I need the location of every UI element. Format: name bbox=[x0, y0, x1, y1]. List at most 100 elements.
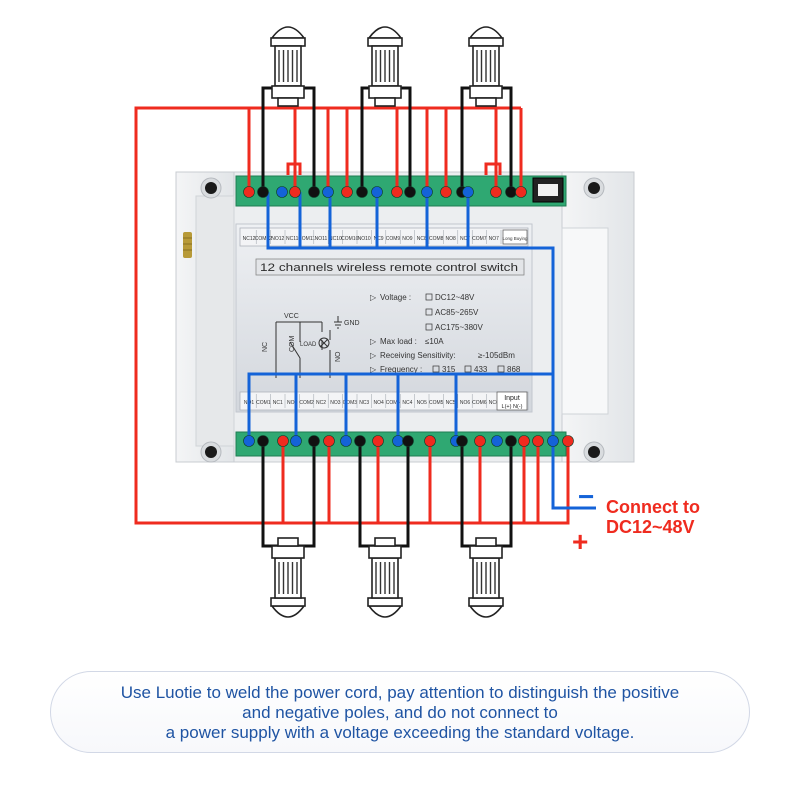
mount-holes bbox=[200, 177, 605, 463]
terminal-label: NO3 bbox=[330, 400, 341, 406]
terminal-screw bbox=[391, 186, 403, 198]
terminal-screw bbox=[421, 186, 433, 198]
wire bbox=[286, 162, 302, 175]
terminal-screw bbox=[341, 186, 353, 198]
svg-text:▷: ▷ bbox=[370, 337, 377, 346]
voltage-label: Voltage : bbox=[380, 293, 411, 302]
svg-text:▷: ▷ bbox=[370, 293, 377, 302]
terminal-screw bbox=[547, 435, 559, 447]
bulb-icon bbox=[468, 537, 504, 618]
terminal-screw bbox=[474, 435, 486, 447]
input-terminals: L(+) N(-) bbox=[502, 404, 523, 410]
max-load-label: Max load : bbox=[380, 337, 417, 346]
terminal-screw bbox=[340, 435, 352, 447]
terminal-label: NO5 bbox=[417, 400, 428, 406]
terminal-screw bbox=[308, 435, 320, 447]
terminal-label: NC9 bbox=[374, 236, 384, 242]
bulb-icon bbox=[468, 26, 504, 107]
terminal-screw bbox=[562, 435, 574, 447]
terminal-screw bbox=[505, 435, 517, 447]
terminal-label: COM9 bbox=[386, 236, 401, 242]
terminal-label: COM4 bbox=[386, 400, 401, 406]
terminal-label: NC2 bbox=[316, 400, 326, 406]
terminal-label: COM7 bbox=[472, 236, 487, 242]
terminal-label: COM10 bbox=[341, 236, 358, 242]
schematic-vcc: VCC bbox=[284, 313, 299, 320]
terminal-label: COM6 bbox=[472, 400, 487, 406]
terminal-label: NC11 bbox=[286, 236, 299, 242]
terminal-label: COM1 bbox=[256, 400, 271, 406]
terminal-label: NO8 bbox=[445, 236, 456, 242]
terminal-screw bbox=[308, 186, 320, 198]
brand-box: Long Buying bbox=[502, 236, 528, 241]
terminal-label: NC10 bbox=[329, 236, 342, 242]
terminal-label: COM8 bbox=[429, 236, 444, 242]
connect-label-line1: Connect to bbox=[606, 497, 700, 517]
toggle-switch-icon bbox=[318, 337, 330, 349]
terminal-label: NO11 bbox=[315, 236, 328, 242]
terminal-screw bbox=[354, 435, 366, 447]
note-line-1: Use Luotie to weld the power cord, pay a… bbox=[120, 683, 680, 702]
device-title: 12 channels wireless remote control swit… bbox=[260, 262, 518, 274]
frequency-option-2: 433 bbox=[474, 365, 488, 374]
terminal-label: NO4 bbox=[373, 400, 384, 406]
mount-hole-icon bbox=[200, 177, 222, 199]
terminal-label: NC1 bbox=[273, 400, 283, 406]
terminal-screw bbox=[404, 186, 416, 198]
bulb-icon bbox=[270, 26, 306, 107]
schematic-nc: NC bbox=[262, 342, 269, 352]
terminal-screw bbox=[243, 186, 255, 198]
terminal-screw bbox=[322, 186, 334, 198]
max-load-value: ≤10A bbox=[425, 337, 444, 346]
terminal-label: NO9 bbox=[402, 236, 413, 242]
wire bbox=[551, 441, 596, 510]
voltage-option-3: AC175~380V bbox=[435, 323, 483, 332]
terminal-screw bbox=[289, 186, 301, 198]
wire bbox=[247, 372, 553, 441]
frequency-option-1: 315 bbox=[442, 365, 456, 374]
terminal-label: COM11 bbox=[298, 236, 315, 242]
sensitivity-label: Receiving Sensitivity: bbox=[380, 351, 456, 360]
bulb-icon bbox=[367, 26, 403, 107]
sensitivity-value: ≥-105dBm bbox=[478, 351, 515, 360]
terminal-screw bbox=[371, 186, 383, 198]
terminal-screws bbox=[243, 186, 574, 447]
mount-hole-icon bbox=[583, 177, 605, 199]
wire bbox=[484, 162, 502, 175]
antenna-icon bbox=[183, 232, 192, 258]
voltage-option-1: DC12~48V bbox=[435, 293, 475, 302]
terminal-screw bbox=[277, 435, 289, 447]
terminal-label: NC6 bbox=[489, 400, 499, 406]
terminal-label: NC4 bbox=[402, 400, 412, 406]
terminal-screw bbox=[290, 435, 302, 447]
terminal-label: NO2 bbox=[287, 400, 298, 406]
device-case bbox=[175, 171, 635, 463]
terminal-label: NO12 bbox=[271, 236, 284, 242]
terminal-screw bbox=[515, 186, 527, 198]
schematic-no: NO bbox=[335, 351, 342, 362]
bulbs bbox=[270, 26, 504, 618]
terminal-label: NO7 bbox=[489, 236, 500, 242]
plus-symbol: + bbox=[572, 526, 588, 557]
voltage-option-2: AC85~265V bbox=[435, 308, 479, 317]
svg-text:▷: ▷ bbox=[370, 351, 377, 360]
ground-icon bbox=[334, 316, 342, 329]
terminal-screw bbox=[518, 435, 530, 447]
terminal-screw bbox=[440, 186, 452, 198]
terminal-screw bbox=[456, 435, 468, 447]
spec-block: ▷ Voltage : DC12~48V AC85~265V AC175~380… bbox=[370, 293, 521, 374]
frequency-label: Frequency : bbox=[380, 365, 422, 374]
terminal-label: COM2 bbox=[299, 400, 314, 406]
bulb-icon bbox=[367, 537, 403, 618]
terminal-label: NC12 bbox=[243, 236, 256, 242]
terminal-label: NC7 bbox=[460, 236, 470, 242]
terminal-screw bbox=[505, 186, 517, 198]
terminal-screw bbox=[276, 186, 288, 198]
schematic-com: COM bbox=[289, 336, 296, 353]
terminal-screw bbox=[372, 435, 384, 447]
terminal-screw bbox=[392, 435, 404, 447]
terminal-label: COM3 bbox=[343, 400, 358, 406]
terminal-label: NC5 bbox=[446, 400, 456, 406]
